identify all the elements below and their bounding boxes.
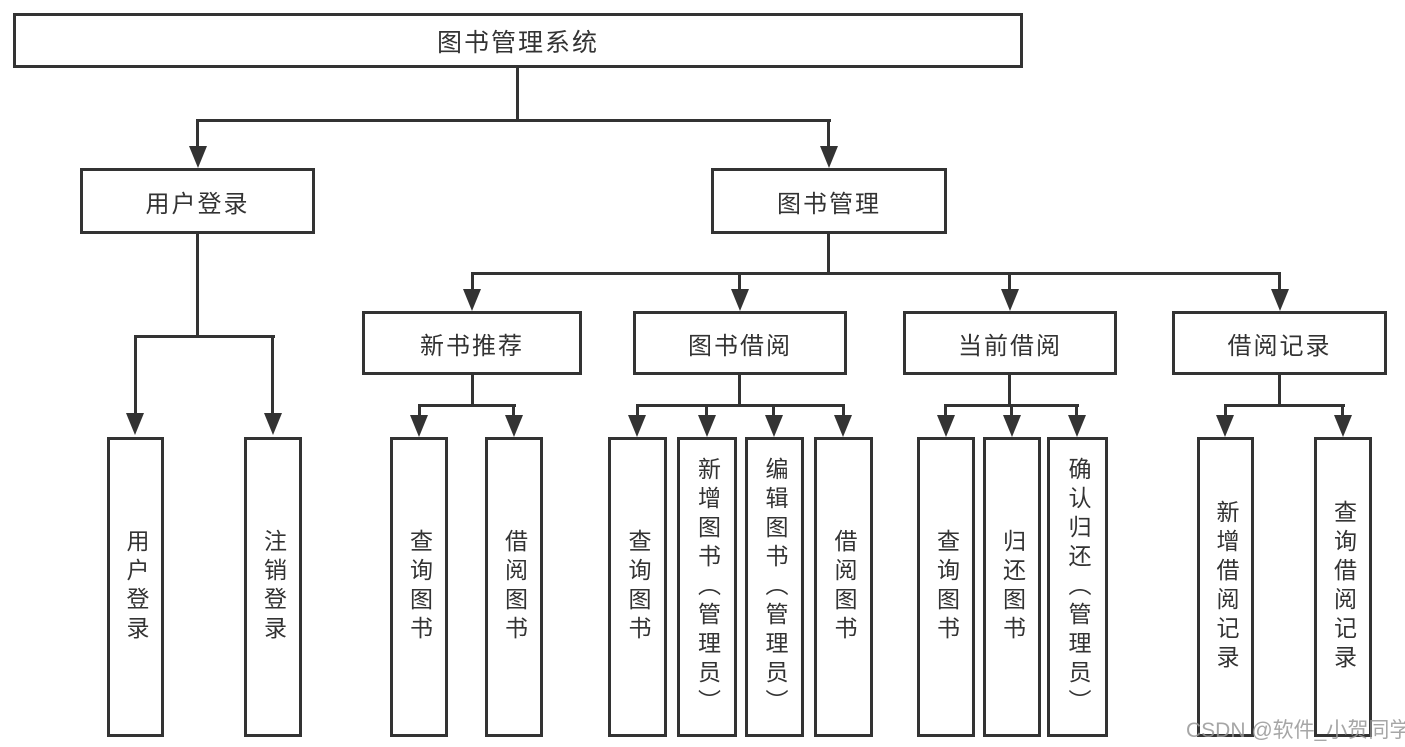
connector-line — [471, 272, 1281, 275]
connector-line — [1341, 404, 1344, 417]
arrow-down-icon — [765, 415, 783, 437]
leaf-return-books-label: 归还图书 — [999, 529, 1026, 645]
connector-line — [196, 119, 199, 150]
arrow-down-icon — [1001, 289, 1019, 311]
connector-line — [772, 404, 775, 417]
leaf-logout-label: 注销登录 — [260, 529, 287, 645]
connector-line — [944, 404, 947, 417]
leaf-recommend-borrow-books-label: 借阅图书 — [501, 529, 528, 645]
arrow-down-icon — [834, 415, 852, 437]
arrow-down-icon — [937, 415, 955, 437]
node-new-book-recommend: 新书推荐 — [362, 311, 582, 375]
connector-line — [1075, 404, 1078, 417]
leaf-return-books: 归还图书 — [983, 437, 1041, 737]
connector-line — [738, 272, 741, 292]
leaf-user-login: 用户登录 — [107, 437, 164, 737]
connector-line — [1010, 404, 1013, 417]
connector-line — [134, 335, 137, 415]
node-user-login: 用户登录 — [80, 168, 315, 234]
connector-line — [1008, 375, 1011, 406]
node-root: 图书管理系统 — [13, 13, 1023, 68]
connector-line — [471, 272, 474, 292]
leaf-borrow-books-label: 借阅图书 — [831, 529, 857, 645]
connector-line — [516, 68, 519, 121]
leaf-query-borrow-record-label: 查询借阅记录 — [1330, 500, 1357, 674]
node-book-management-label: 图书管理 — [777, 190, 881, 218]
arrow-down-icon — [410, 415, 428, 437]
arrow-down-icon — [505, 415, 523, 437]
connector-line — [1278, 375, 1281, 406]
connector-line — [512, 404, 515, 417]
connector-line — [705, 404, 708, 417]
leaf-user-login-label: 用户登录 — [123, 529, 149, 645]
leaf-recommend-query-books: 查询图书 — [390, 437, 448, 737]
connector-line — [636, 404, 639, 417]
connector-line — [738, 375, 741, 406]
leaf-add-borrow-record-label: 新增借阅记录 — [1213, 500, 1239, 674]
leaf-borrow-books: 借阅图书 — [814, 437, 873, 737]
leaf-edit-books-admin: 编辑图书（管理员） — [745, 437, 804, 737]
node-current-borrow: 当前借阅 — [903, 311, 1117, 375]
node-book-borrow: 图书借阅 — [633, 311, 847, 375]
arrow-down-icon — [698, 415, 716, 437]
connector-line — [418, 404, 516, 407]
arrow-down-icon — [628, 415, 646, 437]
node-current-borrow-label: 当前借阅 — [958, 332, 1062, 360]
arrow-down-icon — [731, 289, 749, 311]
node-book-borrow-label: 图书借阅 — [688, 332, 792, 360]
connector-line — [1224, 404, 1227, 417]
connector-line — [1224, 404, 1345, 407]
connector-line — [196, 234, 199, 337]
arrow-down-icon — [126, 413, 144, 435]
connector-line — [827, 119, 830, 150]
arrow-down-icon — [1216, 415, 1234, 437]
connector-line — [636, 404, 845, 407]
csdn-watermark: CSDN @软件_小贺同学 — [1186, 719, 1405, 742]
leaf-current-query-books-label: 查询图书 — [933, 529, 960, 645]
arrow-down-icon — [1271, 289, 1289, 311]
leaf-confirm-return-admin-label: 确认归还（管理员） — [1065, 456, 1091, 718]
node-book-management: 图书管理 — [711, 168, 947, 234]
leaf-edit-books-admin-label: 编辑图书（管理员） — [762, 456, 788, 718]
leaf-logout: 注销登录 — [244, 437, 302, 737]
node-borrow-records: 借阅记录 — [1172, 311, 1387, 375]
connector-line — [134, 335, 275, 338]
node-user-login-label: 用户登录 — [145, 190, 250, 218]
leaf-query-borrow-record: 查询借阅记录 — [1314, 437, 1372, 737]
leaf-recommend-borrow-books: 借阅图书 — [485, 437, 543, 737]
node-new-book-recommend-label: 新书推荐 — [420, 332, 524, 360]
leaf-confirm-return-admin: 确认归还（管理员） — [1047, 437, 1108, 737]
connector-line — [418, 404, 421, 417]
arrow-down-icon — [1334, 415, 1352, 437]
connector-line — [842, 404, 845, 417]
leaf-recommend-query-books-label: 查询图书 — [406, 529, 433, 645]
connector-line — [271, 335, 274, 415]
connector-line — [196, 119, 831, 122]
node-borrow-records-label: 借阅记录 — [1227, 332, 1332, 360]
arrow-down-icon — [189, 146, 207, 168]
arrow-down-icon — [264, 413, 282, 435]
connector-line — [1278, 272, 1281, 292]
leaf-current-query-books: 查询图书 — [917, 437, 975, 737]
leaf-borrow-query-books-label: 查询图书 — [625, 529, 651, 645]
leaf-add-borrow-record: 新增借阅记录 — [1197, 437, 1254, 737]
connector-line — [471, 375, 474, 406]
arrow-down-icon — [820, 146, 838, 168]
leaf-borrow-query-books: 查询图书 — [608, 437, 667, 737]
node-root-label: 图书管理系统 — [436, 28, 599, 57]
connector-line — [1008, 272, 1011, 292]
leaf-add-books-admin: 新增图书（管理员） — [677, 437, 737, 737]
connector-line — [827, 234, 830, 275]
arrow-down-icon — [463, 289, 481, 311]
leaf-add-books-admin-label: 新增图书（管理员） — [694, 456, 721, 718]
arrow-down-icon — [1003, 415, 1021, 437]
arrow-down-icon — [1068, 415, 1086, 437]
